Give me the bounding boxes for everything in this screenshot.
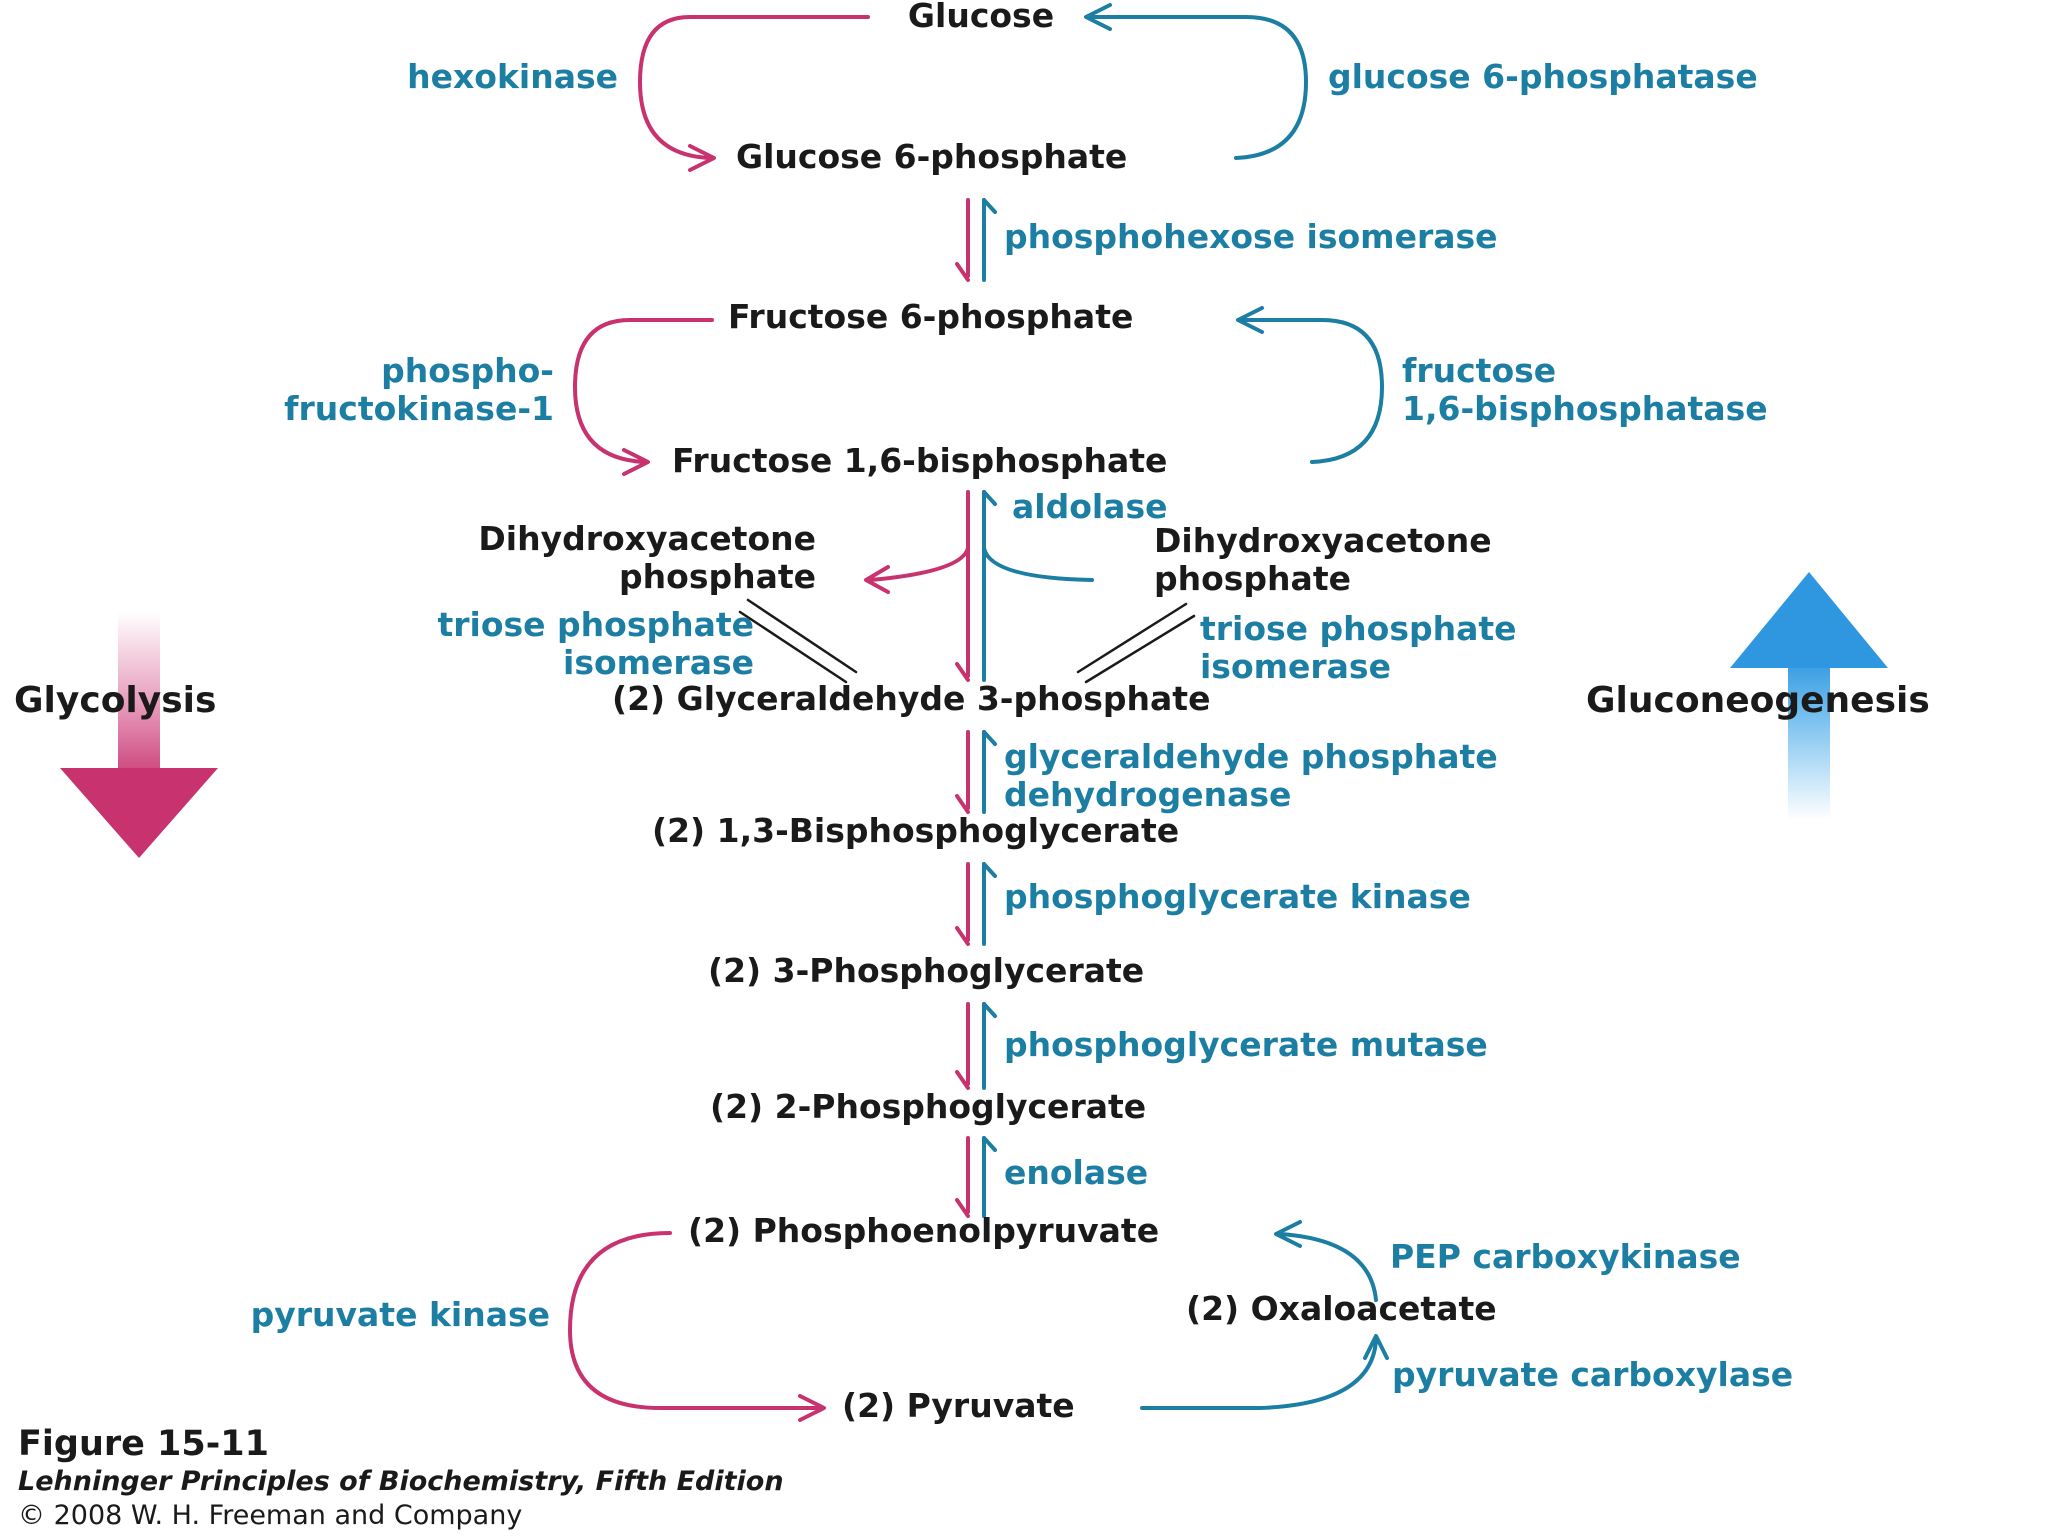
- hexokinase-arrowhead: [688, 144, 716, 172]
- pepck-arrowhead: [1274, 1220, 1302, 1248]
- enzyme-pyruvate-kinase: pyruvate kinase: [250, 1295, 550, 1334]
- pfk1-arrow: [573, 318, 714, 464]
- pepck-arrow: [1278, 1232, 1378, 1302]
- enzyme-tpi-right-line1: triose phosphate: [1200, 609, 1517, 648]
- enzyme-tpi-left-line1: triose phosphate: [437, 605, 754, 644]
- enzyme-tpi-left-line2: isomerase: [563, 643, 754, 682]
- gapdh-step-arrows: [955, 730, 997, 814]
- enzyme-tpi-right-line2: isomerase: [1200, 647, 1391, 686]
- enzyme-pep-carboxykinase: PEP carboxykinase: [1390, 1237, 1741, 1276]
- metabolite-dhap-left-line1: Dihydroxyacetone: [478, 519, 816, 558]
- pyruvate-carboxylase-arrowhead: [1363, 1334, 1389, 1360]
- pyruvate-kinase-arrowhead: [798, 1394, 826, 1422]
- figure-copyright: © 2008 W. H. Freeman and Company: [18, 1500, 523, 1531]
- hexokinase-arrow: [638, 15, 870, 160]
- aldolase-step-arrows: [864, 490, 1094, 682]
- enzyme-phosphoglycerate-mutase: phosphoglycerate mutase: [1004, 1025, 1488, 1064]
- enzyme-pfk1-line2: fructokinase-1: [284, 389, 554, 428]
- gluconeogenesis-big-arrow: [1730, 572, 1888, 820]
- metabolite-3-phosphoglycerate: (2) 3-Phosphoglycerate: [708, 951, 1145, 990]
- enolase-step-arrows: [955, 1136, 997, 1218]
- enzyme-phosphoglycerate-kinase: phosphoglycerate kinase: [1004, 877, 1471, 916]
- pyruvate-kinase-arrow: [568, 1231, 820, 1410]
- metabolite-dhap-right-line1: Dihydroxyacetone: [1154, 521, 1492, 560]
- metabolite-dhap-left-line2: phosphate: [619, 557, 816, 596]
- g6pase-arrow: [1088, 15, 1308, 160]
- tpi-left-arrows: [738, 598, 858, 684]
- pfk1-arrowhead: [622, 448, 650, 476]
- enzyme-phosphohexose-isomerase: phosphohexose isomerase: [1004, 217, 1498, 256]
- g6pase-arrowhead: [1084, 3, 1112, 31]
- pgm-step-arrows: [955, 1002, 997, 1090]
- figure-title: Figure 15-11: [18, 1424, 269, 1464]
- enzyme-enolase: enolase: [1004, 1153, 1149, 1192]
- metabolite-glyceraldehyde-3-phosphate: (2) Glyceraldehyde 3-phosphate: [612, 679, 1211, 718]
- enzyme-gapdh-line1: glyceraldehyde phosphate: [1004, 737, 1498, 776]
- pathway-label-gluconeogenesis: Gluconeogenesis: [1586, 680, 1930, 721]
- enzyme-fbpase-line1: fructose: [1402, 351, 1557, 390]
- metabolite-glucose: Glucose: [907, 0, 1055, 35]
- metabolite-1-3-bisphosphoglycerate: (2) 1,3-Bisphosphoglycerate: [652, 811, 1180, 850]
- enzyme-pyruvate-carboxylase: pyruvate carboxylase: [1392, 1355, 1794, 1394]
- fbpase-arrowhead: [1236, 306, 1264, 334]
- enzyme-gapdh-line2: dehydrogenase: [1004, 775, 1292, 814]
- metabolite-oxaloacetate: (2) Oxaloacetate: [1186, 1289, 1497, 1328]
- tpi-right-arrows: [1076, 602, 1196, 684]
- phi-step-arrows: [955, 198, 997, 282]
- pyruvate-carboxylase-arrow: [1140, 1338, 1378, 1410]
- pgk-step-arrows: [955, 862, 997, 946]
- enzyme-aldolase: aldolase: [1012, 487, 1168, 526]
- pathway-label-glycolysis: Glycolysis: [14, 680, 217, 721]
- figure-book-title: Lehninger Principles of Biochemistry, Fi…: [18, 1466, 784, 1497]
- metabolite-pyruvate: (2) Pyruvate: [842, 1386, 1075, 1425]
- enzyme-glucose-6-phosphatase: glucose 6-phosphatase: [1328, 57, 1758, 96]
- metabolite-glucose-6-phosphate: Glucose 6-phosphate: [736, 137, 1128, 176]
- fbpase-arrow: [1240, 318, 1384, 464]
- metabolite-dhap-right-line2: phosphate: [1154, 559, 1351, 598]
- metabolite-2-phosphoglycerate: (2) 2-Phosphoglycerate: [710, 1087, 1147, 1126]
- enzyme-fbpase-line2: 1,6-bisphosphatase: [1402, 389, 1768, 428]
- enzyme-hexokinase: hexokinase: [407, 57, 618, 96]
- metabolite-phosphoenolpyruvate: (2) Phosphoenolpyruvate: [688, 1211, 1160, 1250]
- glycolysis-big-arrow: [60, 612, 218, 858]
- metabolite-fructose-1-6-bisphosphate: Fructose 1,6-bisphosphate: [672, 441, 1168, 480]
- metabolite-fructose-6-phosphate: Fructose 6-phosphate: [728, 297, 1134, 336]
- enzyme-pfk1-line1: phospho-: [381, 351, 554, 390]
